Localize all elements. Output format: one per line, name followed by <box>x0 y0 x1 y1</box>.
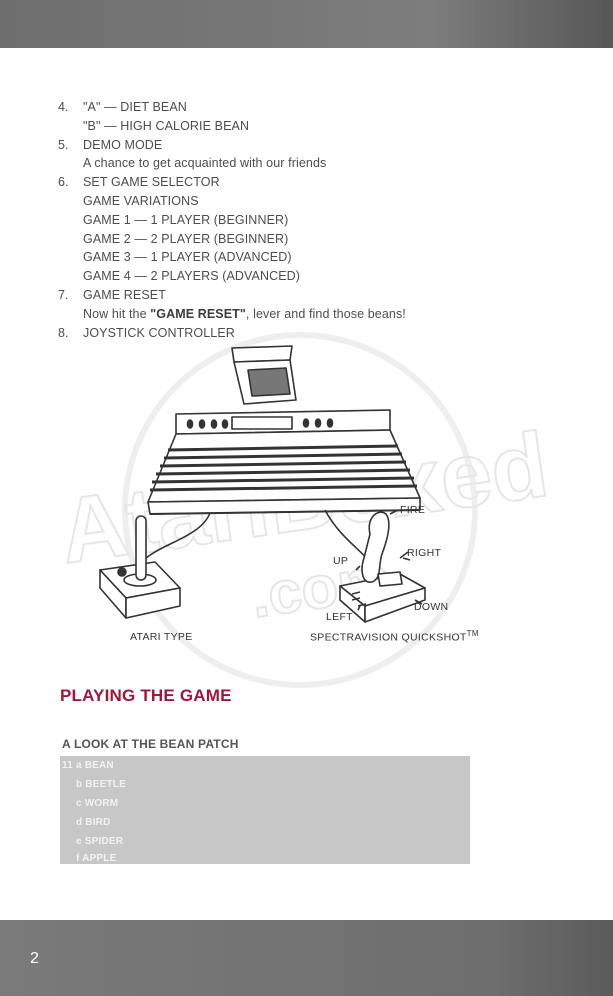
step-7: 7. GAME RESET <box>58 286 578 305</box>
bottom-band <box>0 920 613 996</box>
game-variation: GAME 4 — 2 PLAYERS (ADVANCED) <box>83 269 301 284</box>
label-right: RIGHT <box>407 547 442 559</box>
console-illustration <box>99 345 426 623</box>
subsection-title: A LOOK AT THE BEAN PATCH <box>62 737 239 751</box>
label-down: DOWN <box>414 601 449 613</box>
step-text: JOYSTICK CONTROLLER <box>83 325 235 340</box>
atari-joystick-icon <box>99 515 181 619</box>
step-text: "A" — DIET BEAN <box>83 100 187 114</box>
label-left: LEFT <box>326 611 353 623</box>
game-variation: GAME 2 — 2 PLAYER (BEGINNER) <box>83 231 289 246</box>
bean-item: b BEETLE <box>76 779 126 790</box>
step-detail: A chance to get acquainted with our frie… <box>83 156 327 171</box>
bean-item: c WORM <box>76 798 119 809</box>
game-variation: GAME 1 — 1 PLAYER (BEGINNER) <box>83 212 289 227</box>
step-detail: "B" — HIGH CALORIE BEAN <box>83 118 250 133</box>
label-atari-type: ATARI TYPE <box>130 631 193 643</box>
reset-text-after: , lever and find those beans! <box>245 306 406 321</box>
bean-item: d BIRD <box>76 817 111 828</box>
step-number: 5. <box>58 137 69 152</box>
quickshot-joystick-icon <box>339 511 426 623</box>
bean-patch-image: 11 a BEAN b BEETLE c WORM d BIRD e SPIDE… <box>60 756 470 864</box>
console-icon <box>147 409 421 515</box>
step-5: 5. DEMO MODE <box>58 136 578 155</box>
page-number: 2 <box>30 950 39 967</box>
bean-item: e SPIDER <box>76 836 124 847</box>
step-4: 4. "A" — DIET BEAN <box>58 98 578 117</box>
step-8: 8. JOYSTICK CONTROLLER <box>58 324 578 343</box>
reset-text-before: Now hit the <box>83 306 151 321</box>
step-number: 8. <box>58 325 69 340</box>
label-up: UP <box>333 555 349 567</box>
section-title: PLAYING THE GAME <box>60 686 232 705</box>
step-6: 6. SET GAME SELECTOR <box>58 173 578 192</box>
console-diagram: FIRE RIGHT UP DOWN LEFT ATARI TYPE SPECT… <box>60 338 540 658</box>
step-number: 6. <box>58 175 69 190</box>
step-text: SET GAME SELECTOR <box>83 175 220 190</box>
instructions-list: 4. "A" — DIET BEAN "B" — HIGH CALORIE BE… <box>58 98 578 342</box>
quickshot-name: SPECTRAVISION QUICKSHOT <box>310 631 467 644</box>
top-band <box>0 0 613 48</box>
reset-instruction: Now hit the "GAME RESET", lever and find… <box>58 305 578 324</box>
label-quickshot: SPECTRAVISION QUICKSHOTTM <box>310 629 479 644</box>
bean-item: 11 a BEAN <box>62 760 114 771</box>
reset-text-bold: "GAME RESET" <box>150 306 246 321</box>
step-number: 7. <box>58 287 69 302</box>
step-text: GAME RESET <box>83 287 166 302</box>
trademark-mark: TM <box>466 629 479 638</box>
label-fire: FIRE <box>400 504 426 516</box>
step-detail: GAME VARIATIONS <box>83 193 199 208</box>
cartridge-icon <box>231 345 297 405</box>
step-text: DEMO MODE <box>83 137 163 152</box>
step-number: 4. <box>58 100 69 114</box>
game-variation: GAME 3 — 1 PLAYER (ADVANCED) <box>83 250 292 265</box>
bean-item: f APPLE <box>76 853 117 864</box>
